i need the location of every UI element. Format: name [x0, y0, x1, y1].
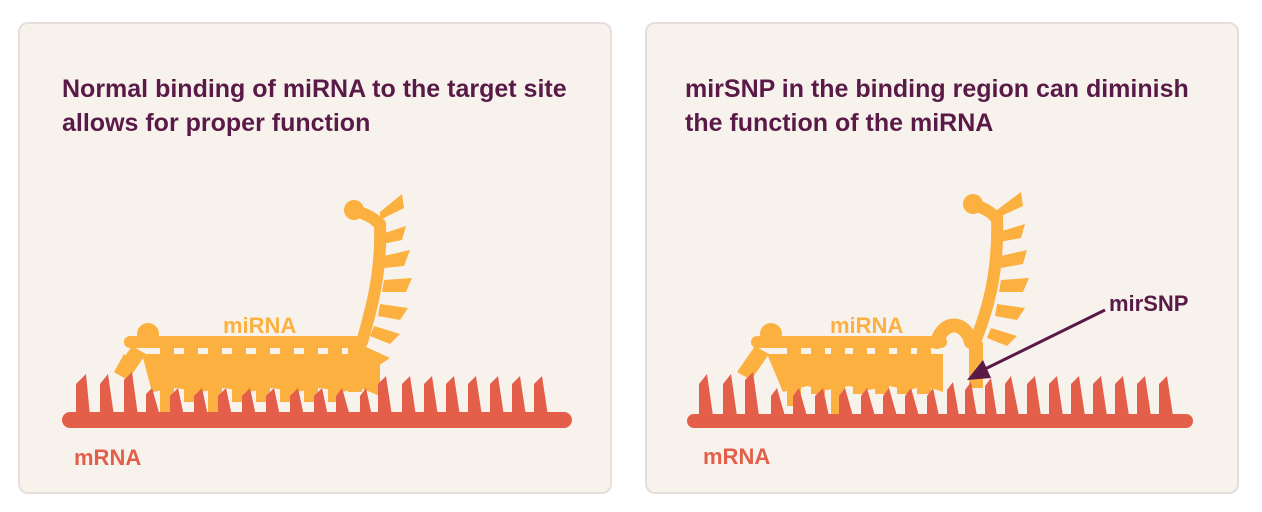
mrna-label: mRNA: [703, 444, 770, 469]
mirna-strand: [737, 192, 1029, 414]
mirsnp-arrow: [967, 308, 1106, 380]
mirna-strand: [114, 194, 412, 414]
mirna-label: miRNA: [830, 313, 903, 338]
mirna-label: miRNA: [223, 313, 296, 338]
mirsnp-label: mirSNP: [1109, 291, 1188, 316]
mrna-strand: [62, 372, 572, 428]
panel-title: Normal binding of miRNA to the target si…: [62, 75, 567, 137]
panel-mirsnp-binding: mirSNP in the binding region can diminis…: [645, 22, 1239, 494]
mirsnp-binding-diagram: miRNA mRNA mirSNP: [687, 192, 1193, 469]
panel-title: mirSNP in the binding region can diminis…: [685, 75, 1189, 137]
panel-normal-binding: Normal binding of miRNA to the target si…: [18, 22, 612, 494]
normal-binding-diagram: miRNA mRNA: [62, 194, 572, 470]
mrna-strand: [687, 372, 1193, 428]
mrna-label: mRNA: [74, 445, 141, 470]
